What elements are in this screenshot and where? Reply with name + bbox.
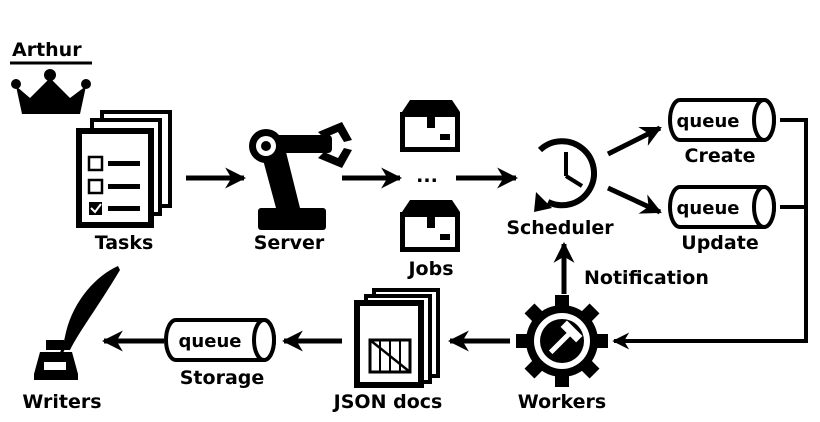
documents-crate-icon xyxy=(354,288,440,388)
storage-label: Storage xyxy=(180,367,265,389)
box-icon xyxy=(400,200,460,252)
robot-arm-icon xyxy=(249,122,352,230)
arrow-scheduler-update xyxy=(606,185,662,215)
arrow-queues-workers xyxy=(612,118,808,350)
jobs-ellipsis: ... xyxy=(416,165,438,187)
jobs-label: Jobs xyxy=(406,258,453,280)
queue-update: queue xyxy=(668,185,776,229)
notification-label: Notification xyxy=(584,267,709,289)
queue-storage: queue xyxy=(164,318,276,362)
update-label: Update xyxy=(681,232,758,254)
quill-inkwell-icon xyxy=(34,266,120,380)
create-label: Create xyxy=(685,145,756,167)
server-label: Server xyxy=(254,232,325,254)
queue-create-text: queue xyxy=(677,111,740,132)
gear-hammer-icon xyxy=(516,295,608,387)
documents-checklist-icon xyxy=(76,110,172,228)
clock-icon xyxy=(534,138,598,212)
queue-update-text: queue xyxy=(677,198,740,219)
queue-storage-text: queue xyxy=(179,331,242,352)
box-icon xyxy=(400,100,460,152)
tasks-label: Tasks xyxy=(95,232,154,254)
json-docs-label: JSON docs xyxy=(332,391,443,413)
queue-create: queue xyxy=(668,98,776,142)
workers-label: Workers xyxy=(518,391,606,413)
arthur-title: Arthur xyxy=(12,39,82,61)
crown-icon xyxy=(11,69,91,114)
arrow-scheduler-create xyxy=(606,125,662,157)
writers-label: Writers xyxy=(22,391,101,413)
scheduler-label: Scheduler xyxy=(506,217,614,239)
